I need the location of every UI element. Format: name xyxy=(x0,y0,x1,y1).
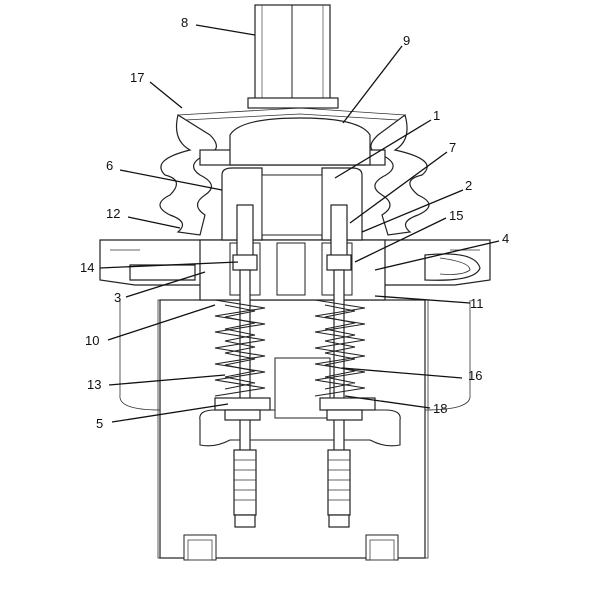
label-13: 13 xyxy=(87,377,101,392)
label-4: 4 xyxy=(502,231,509,246)
label-1: 1 xyxy=(433,108,440,123)
label-6: 6 xyxy=(106,158,113,173)
valve-body xyxy=(119,299,471,561)
label-8: 8 xyxy=(181,15,188,30)
label-17: 17 xyxy=(130,70,144,85)
label-10: 10 xyxy=(85,333,99,348)
right-plunger-assembly xyxy=(314,204,376,528)
plunger-housing xyxy=(199,239,386,301)
label-18: 18 xyxy=(433,401,447,416)
top-hex-nut xyxy=(247,4,339,109)
left-plunger-assembly xyxy=(214,204,271,528)
label-2: 2 xyxy=(465,178,472,193)
label-15: 15 xyxy=(449,208,463,223)
label-9: 9 xyxy=(403,33,410,48)
label-7: 7 xyxy=(449,140,456,155)
label-14: 14 xyxy=(80,260,94,275)
cam-plate xyxy=(199,117,386,241)
label-5: 5 xyxy=(96,416,103,431)
rubber-boot xyxy=(159,107,430,236)
label-12: 12 xyxy=(106,206,120,221)
callout-labels: 8 9 17 1 7 6 2 12 15 4 14 3 11 10 13 16 … xyxy=(80,15,509,431)
leader-lines xyxy=(99,24,500,423)
label-3: 3 xyxy=(114,290,121,305)
label-16: 16 xyxy=(468,368,482,383)
label-11: 11 xyxy=(470,296,484,311)
